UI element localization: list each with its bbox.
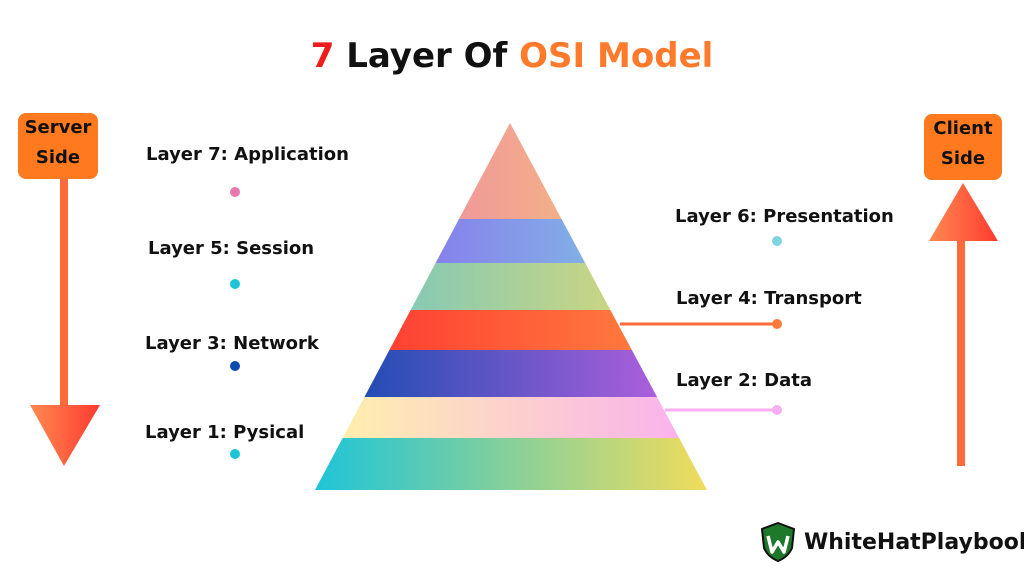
pyramid-band-layer-5 xyxy=(315,263,707,311)
connector-layer-3 xyxy=(230,361,385,371)
server-side-badge: Server Side xyxy=(18,113,98,179)
label-layer-4: Layer 4: Transport xyxy=(676,288,862,309)
title-number: 7 xyxy=(310,36,335,76)
server-side-line1: Server xyxy=(24,117,92,138)
pyramid-band-layer-7 xyxy=(315,123,707,220)
pyramid-band-layer-3 xyxy=(315,350,707,398)
pyramid-band-layer-2 xyxy=(315,397,707,439)
pyramid xyxy=(315,123,707,490)
label-layer-1: Layer 1: Pysical xyxy=(145,422,305,443)
page-title: 7 Layer Of OSI Model xyxy=(0,36,1024,76)
label-layer-5: Layer 5: Session xyxy=(148,238,315,259)
client-side-badge: Client Side xyxy=(924,114,1002,180)
client-side-line2: Side xyxy=(940,148,986,169)
pyramid-band-layer-4 xyxy=(315,310,707,351)
title-highlight: OSI Model xyxy=(519,36,714,76)
label-layer-3: Layer 3: Network xyxy=(145,333,319,354)
connector-layer-7 xyxy=(230,187,476,197)
server-side-down-arrow xyxy=(30,176,100,466)
connector-layer-1 xyxy=(230,449,336,459)
brand-name: WhiteHatPlaybook xyxy=(804,529,1024,555)
pyramid-band-layer-1 xyxy=(315,438,707,490)
label-layer-2: Layer 2: Data xyxy=(676,370,812,391)
server-side-line2: Side xyxy=(35,147,81,168)
connector-layer-2 xyxy=(665,405,782,415)
brand: WhiteHatPlaybook xyxy=(760,522,1024,562)
label-layer-7: Layer 7: Application xyxy=(146,144,349,165)
shield-logo-icon xyxy=(760,522,796,562)
label-layer-6: Layer 6: Presentation xyxy=(675,206,894,227)
title-middle: Layer Of xyxy=(334,36,520,76)
connector-layer-6 xyxy=(572,236,782,246)
client-side-up-arrow xyxy=(929,183,998,466)
connector-layer-4 xyxy=(620,319,782,329)
connector-layer-5 xyxy=(230,279,422,289)
client-side-line1: Client xyxy=(933,118,993,139)
